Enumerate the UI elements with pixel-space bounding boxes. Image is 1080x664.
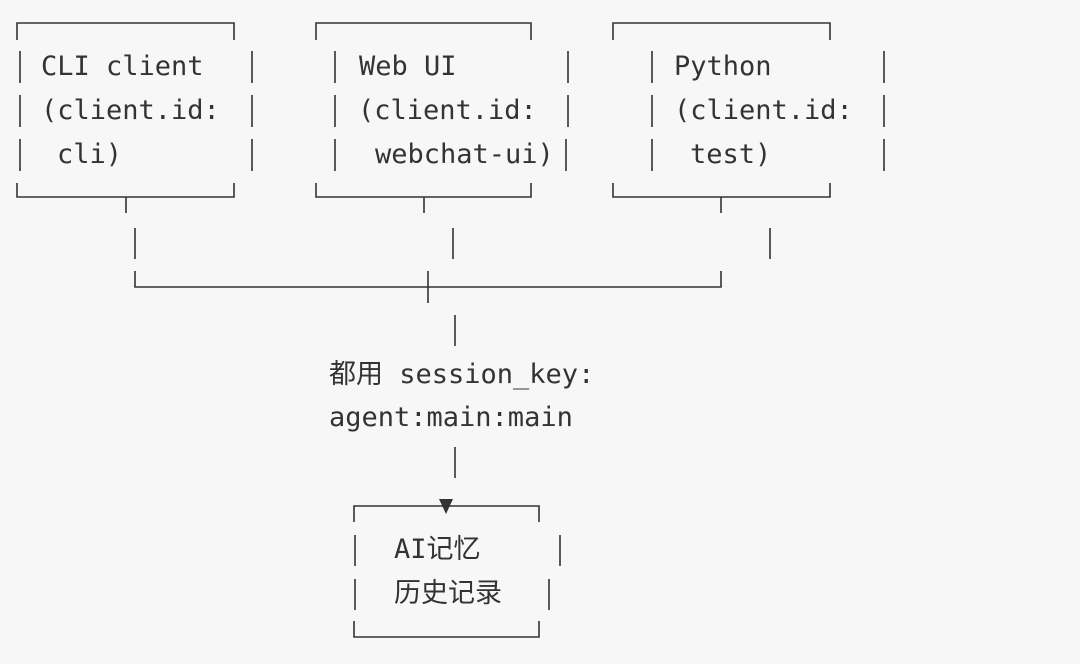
cli-client-id-value: cli)	[57, 139, 123, 170]
cli-client-box	[16, 22, 253, 213]
web-ui-id-label: (client.id:	[358, 95, 537, 126]
python-title: Python	[674, 51, 772, 82]
session-key-value: agent:main:main	[329, 402, 573, 433]
cli-client-id-label: (client.id:	[41, 95, 220, 126]
memory-box	[353, 499, 561, 638]
cli-client-title: CLI client	[41, 51, 204, 82]
box-top-border	[315, 22, 532, 40]
python-id-value: test)	[690, 139, 772, 170]
connectors	[134, 228, 771, 478]
web-ui-title: Web UI	[359, 51, 457, 82]
box-bottom-border	[16, 183, 235, 198]
box-top-border	[612, 22, 831, 40]
box-bottom-border	[612, 183, 831, 198]
box-top-border	[16, 22, 235, 40]
python-id-label: (client.id:	[674, 95, 853, 126]
memory-title: AI记忆	[394, 534, 481, 565]
web-ui-id-value: webchat-ui)	[375, 139, 554, 170]
session-key-label: 都用 session_key:	[329, 359, 595, 390]
arrow-down-icon	[439, 499, 453, 514]
python-box	[612, 22, 885, 213]
box-bottom-border	[353, 621, 540, 638]
memory-subtitle: 历史记录	[394, 578, 502, 609]
web-ui-box	[315, 22, 569, 213]
box-bottom-border	[315, 183, 532, 198]
